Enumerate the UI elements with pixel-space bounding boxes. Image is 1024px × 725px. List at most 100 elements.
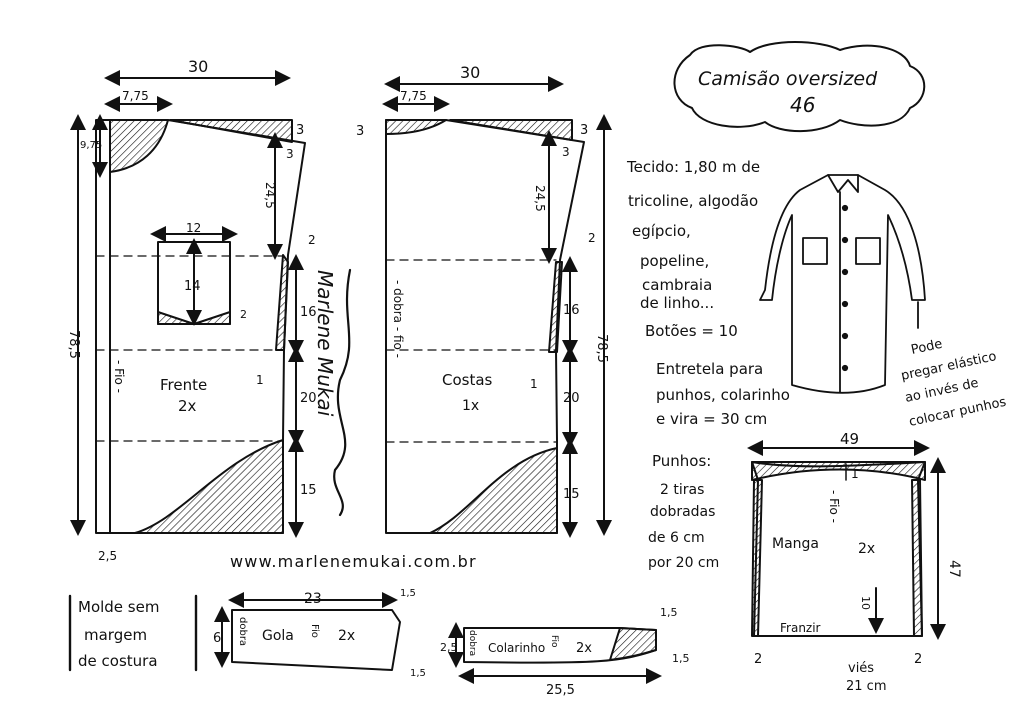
collar-outline (231, 609, 401, 671)
front-neck-drop: 9,75 (80, 140, 102, 151)
front-qty: 2x (178, 397, 197, 415)
stand-qty: 2x (576, 641, 592, 656)
sleeve-cap: 1 (851, 467, 859, 481)
back-hem-hatch (429, 447, 558, 534)
back-qty: 1x (462, 398, 479, 414)
front-piece (70, 70, 306, 538)
fabric-note-4: cambraia (642, 276, 712, 294)
collar-bottom: 1,5 (410, 668, 426, 679)
front-pocket-height: 14 (184, 279, 201, 294)
sleeve-right-hatch (911, 479, 923, 637)
interfacing-0: Entretela para (656, 360, 763, 378)
collar-width: 23 (304, 591, 322, 607)
collar-top: 1,5 (400, 588, 416, 599)
front-neck-hatch (109, 119, 169, 173)
sleeve-length: 47 (946, 560, 962, 578)
sleeve-piece (747, 440, 946, 640)
front-armhole: 24,5 (263, 182, 277, 209)
back-seg2: 20 (563, 391, 580, 406)
front-p1: 2 (308, 233, 316, 247)
collar-label: Gola (262, 628, 294, 644)
back-fold: - dobra - fio - (391, 280, 405, 358)
fabric-note-0: Tecido: 1,80 m de (626, 158, 760, 176)
interfacing-2: e vira = 30 cm (656, 410, 767, 428)
fabric-note-3: popeline, (640, 252, 709, 270)
back-width: 30 (460, 63, 480, 82)
cuffs-4: por 20 cm (648, 555, 719, 571)
collar-qty: 2x (338, 628, 355, 644)
back-neck-hatch (385, 119, 447, 135)
front-hem-hatch (134, 439, 284, 534)
sleeve-bias-note-0: viés (848, 661, 874, 676)
front-side-drop: 3 (286, 147, 294, 161)
sleeve-label: Manga (772, 536, 819, 552)
fabric-note-1: tricoline, algodão (628, 192, 758, 210)
cuffs-1: 2 tiras (660, 482, 704, 498)
sleeve-left-hatch (751, 479, 763, 637)
interfacing-1: punhos, colarinho (656, 386, 790, 404)
sleeve-bias-note-1: 21 cm (846, 679, 887, 694)
sleeve-qty: 2x (858, 541, 875, 557)
stand-fold: dobra (467, 630, 477, 656)
signature-mark (333, 268, 352, 517)
front-shoulder-drop: 3 (296, 123, 304, 138)
front-grain: - Fio - (112, 360, 126, 393)
front-hem-ext: 2,5 (98, 549, 117, 563)
sleeve-left-ext: 2 (754, 652, 762, 667)
back-side-drop: 3 (562, 145, 570, 159)
back-side-hatch (548, 261, 563, 353)
sleeve-top-hatch (751, 461, 926, 481)
back-label: Costas (442, 371, 493, 389)
back-armhole: 24,5 (533, 185, 547, 212)
sleeve-grain: - Fio - (827, 490, 841, 523)
sleeve-width: 49 (840, 430, 859, 448)
stand-grain: Fio (549, 635, 559, 648)
collar-piece (214, 592, 401, 671)
fabric-note-2: egípcio, (632, 222, 691, 240)
stand-height: 2,5 (440, 641, 458, 654)
sleeve-right-ext: 2 (914, 652, 922, 667)
collar-grain: Fio (309, 624, 320, 638)
title-cloud (673, 41, 926, 133)
no-seam-2: de costura (78, 652, 158, 670)
website: www.marlenemukai.com.br (230, 552, 477, 571)
front-seg3: 15 (300, 483, 317, 498)
back-seg1: 16 (563, 303, 580, 318)
no-seam-0: Molde sem (78, 598, 159, 616)
front-width: 30 (188, 57, 208, 76)
collar-height: 6 (213, 631, 221, 646)
front-label: Frente (160, 376, 207, 394)
signature: Marlene Mukai (313, 270, 337, 417)
collar-fold: dobra (237, 617, 248, 646)
cuffs-2: dobradas (650, 504, 715, 520)
back-p2: 1 (530, 377, 538, 391)
no-seam-1: margem (84, 626, 147, 644)
back-length: 78,5 (594, 334, 609, 363)
title-line1: Camisão oversized (698, 68, 878, 90)
front-p2: 1 (256, 373, 264, 387)
cuffs-0: Punhos: (652, 452, 711, 470)
title-line2: 46 (790, 93, 815, 117)
sleeve-gather: Franzir (780, 621, 821, 635)
back-piece (382, 76, 612, 538)
front-side-hatch (275, 254, 289, 351)
elastic-0: Pode (910, 337, 944, 358)
cuffs-3: de 6 cm (648, 530, 705, 546)
back-p1: 2 (588, 231, 596, 245)
front-pocket-tip: 2 (240, 308, 247, 321)
front-shoulder-hatch (169, 119, 293, 143)
stand-width: 25,5 (546, 683, 575, 698)
shirt-sketch (759, 174, 926, 394)
back-neck: 7,75 (400, 89, 427, 103)
back-seg3: 15 (563, 487, 580, 502)
buttons-note: Botões = 10 (645, 322, 738, 340)
front-neck: 7,75 (122, 89, 149, 103)
stand-label: Colarinho (488, 641, 545, 655)
collar-stand-piece (448, 622, 662, 684)
front-seg1: 16 (300, 305, 317, 320)
back-neck-rise: 3 (356, 124, 364, 139)
sleeve-bias: 10 (859, 596, 872, 610)
front-seg2: 20 (300, 391, 317, 406)
front-pocket-width: 12 (186, 221, 201, 235)
